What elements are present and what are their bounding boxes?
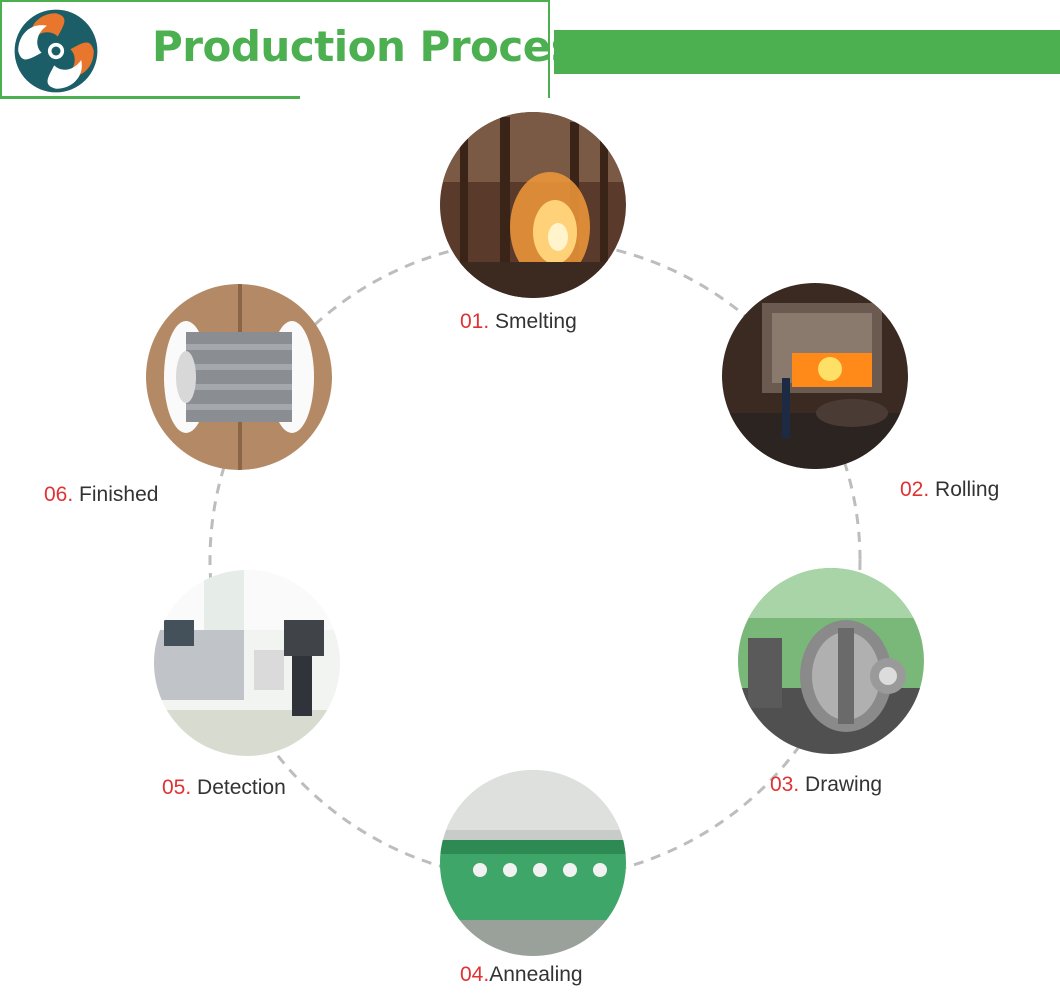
step-label-detection: 05. Detection bbox=[162, 776, 286, 799]
smelting-photo bbox=[440, 112, 626, 298]
header-underline bbox=[0, 96, 300, 99]
header-bar bbox=[554, 30, 1060, 74]
step-label-finished: 06. Finished bbox=[44, 483, 159, 506]
swirl-logo-icon bbox=[10, 6, 102, 96]
annealing-photo bbox=[440, 770, 626, 956]
page-title: Production Process bbox=[152, 22, 600, 71]
step-label-drawing: 03. Drawing bbox=[770, 773, 883, 796]
step-label-annealing: 04.Annealing bbox=[460, 963, 583, 986]
finished-photo bbox=[146, 284, 332, 470]
rolling-photo bbox=[722, 283, 908, 469]
detection-photo bbox=[154, 570, 340, 756]
step-label-rolling: 02. Rolling bbox=[900, 478, 1000, 501]
step-label-smelting: 01. Smelting bbox=[460, 310, 577, 333]
drawing-photo bbox=[738, 568, 924, 754]
